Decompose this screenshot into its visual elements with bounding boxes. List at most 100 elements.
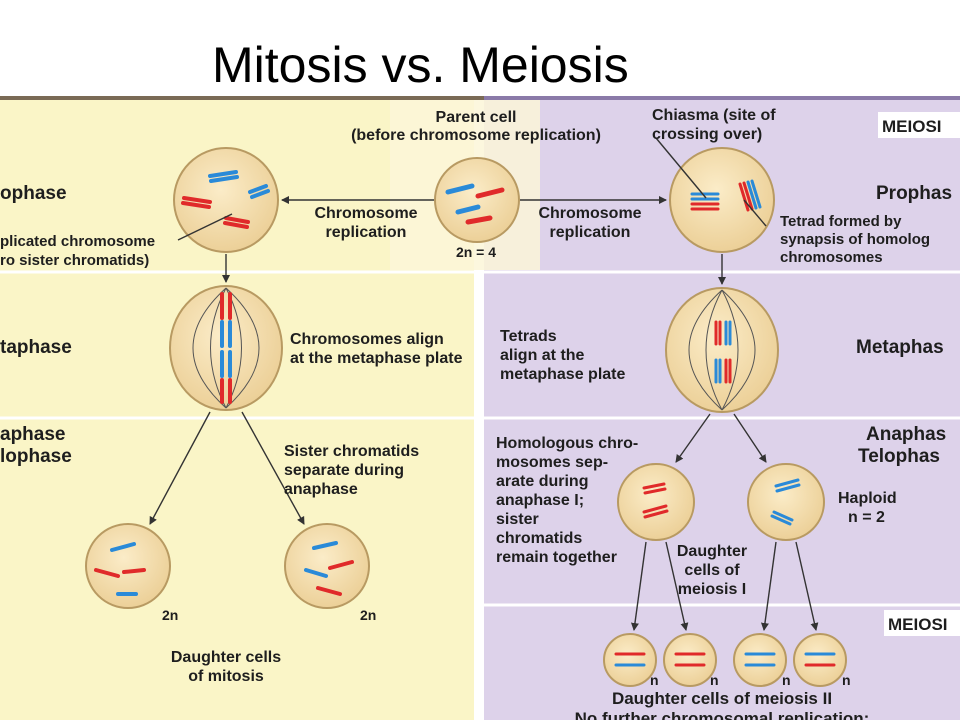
title-divider-left bbox=[0, 96, 484, 100]
mitosis-anaphase-label-line2: lophase bbox=[0, 446, 72, 467]
pointer-tetrad bbox=[743, 199, 767, 227]
mitosis-metaphase-note-line2: at the metaphase plate bbox=[290, 350, 463, 367]
tetrad-label-line2: synapsis of homolog bbox=[780, 231, 930, 248]
chiasma-label-line1: Chiasma (site of bbox=[652, 107, 776, 124]
meiosis-i-daughter-cell-left bbox=[617, 463, 695, 541]
arrow-meiosis-metaphase-to-daughter-left bbox=[675, 413, 711, 463]
meiosis-header-2: MEIOSI bbox=[888, 615, 948, 634]
homologous-note-line5: sister bbox=[496, 511, 539, 528]
meiosis-prophase-cell bbox=[669, 147, 775, 253]
meiosis-replication-line1: Chromosome bbox=[538, 205, 641, 222]
haploid-label-line1: Haploid bbox=[838, 490, 897, 507]
mitosis-anaphase-note-line3: anaphase bbox=[284, 481, 358, 498]
tetrads-note-line3: metaphase plate bbox=[500, 366, 625, 383]
meiosis-metaphase-cell bbox=[665, 287, 779, 413]
homologous-note-line3: arate during bbox=[496, 473, 588, 490]
meiosis-footer-partial: No further chromosomal replication; bbox=[575, 709, 870, 720]
tetrad-label-line3: chromosomes bbox=[780, 249, 883, 266]
chiasma-label-line2: crossing over) bbox=[652, 126, 762, 143]
homologous-note-line6: chromatids bbox=[496, 530, 582, 547]
mitosis-daughter-label-line1: Daughter cells bbox=[171, 649, 281, 666]
arrow-meiosis-i-right-to-ii-3 bbox=[760, 541, 777, 631]
meiosis-ii-cell-3-chromosomes bbox=[744, 652, 776, 667]
meiosis-ii-cell-1-chromosomes bbox=[614, 652, 646, 667]
meiosis-ii-cell-4-chromosomes bbox=[804, 652, 836, 667]
parent-chromosomes bbox=[445, 183, 505, 225]
mitosis-daughter-label-line2: of mitosis bbox=[188, 668, 264, 685]
pointer-replicated-chromosome bbox=[177, 213, 233, 241]
arrow-meiosis-metaphase-to-daughter-right bbox=[733, 413, 767, 463]
meiosis-i-daughter-right-chromosomes bbox=[770, 478, 801, 526]
arrow-mitosis-metaphase-to-daughter-right bbox=[241, 411, 305, 525]
replicated-chromosome-line1: plicated chromosome bbox=[0, 233, 155, 250]
meiosis-header-2-box bbox=[884, 610, 960, 636]
haploid-label-line2: n = 2 bbox=[848, 509, 885, 526]
mitosis-spindle bbox=[192, 287, 260, 409]
mitosis-daughter-right-chromosomes bbox=[304, 541, 354, 596]
slide-title: Mitosis vs. Meiosis bbox=[212, 37, 629, 93]
mitosis-replication-line2: replication bbox=[326, 224, 407, 241]
arrow-meiosis-i-left-to-ii-2 bbox=[665, 541, 689, 631]
parent-cell-label: Parent cell bbox=[436, 109, 517, 126]
homologous-note-line7: remain together bbox=[496, 549, 617, 566]
pointer-chiasma bbox=[655, 137, 707, 199]
meiosis-ii-daughter-cell-3 bbox=[733, 633, 787, 687]
mitosis-meiosis-diagram: MEIOSI MEIOSI bbox=[0, 100, 960, 720]
meiosis-ii-daughter-cell-2 bbox=[663, 633, 717, 687]
homologous-note-line2: mosomes sep- bbox=[496, 454, 608, 471]
mitosis-anaphase-note-line2: separate during bbox=[284, 462, 404, 479]
mitosis-prophase-cell bbox=[173, 147, 279, 253]
meiosis-header-1: MEIOSI bbox=[882, 117, 942, 136]
meiosis-ii-n-label-2: n bbox=[710, 672, 719, 688]
meiosis-metaphase-tetrads bbox=[714, 320, 732, 384]
meiosis-metaphase-label: Metaphas bbox=[856, 337, 944, 358]
title-divider-right bbox=[484, 96, 960, 100]
meiosis-ii-n-label-3: n bbox=[782, 672, 791, 688]
mitosis-prophase-label: ophase bbox=[0, 183, 67, 204]
mitosis-daughter-ploidy-left: 2n bbox=[162, 607, 178, 623]
meiosis-ii-n-label-1: n bbox=[650, 672, 659, 688]
mitosis-daughter-left-chromosomes bbox=[94, 542, 146, 596]
meiosis-ii-daughter-cell-1 bbox=[603, 633, 657, 687]
tetrad-label-line1: Tetrad formed by bbox=[780, 213, 902, 230]
meiosis-ii-daughter-cell-4 bbox=[793, 633, 847, 687]
mitosis-metaphase-cell bbox=[169, 285, 283, 411]
daughter-meiosis-i-line1: Daughter bbox=[677, 543, 747, 560]
mitosis-prophase-chromosomes bbox=[181, 170, 270, 229]
meiosis-replication-line2: replication bbox=[550, 224, 631, 241]
arrow-meiosis-i-right-to-ii-4 bbox=[795, 541, 819, 631]
meiosis-prophase-tetrads bbox=[690, 179, 762, 212]
meiosis-i-daughter-cell-right bbox=[747, 463, 825, 541]
meiosis-ii-n-label-4: n bbox=[842, 672, 851, 688]
meiosis-spindle bbox=[688, 289, 756, 411]
daughter-meiosis-ii-label: Daughter cells of meiosis II bbox=[612, 689, 832, 708]
arrow-meiosis-i-left-to-ii-1 bbox=[630, 541, 647, 631]
meiosis-anaphase-label-line2: Telophas bbox=[858, 446, 940, 467]
daughter-meiosis-i-line2: cells of bbox=[684, 562, 740, 579]
tetrads-note-line1: Tetrads bbox=[500, 328, 557, 345]
mitosis-metaphase-label: taphase bbox=[0, 337, 72, 358]
tetrads-note-line2: align at the bbox=[500, 347, 585, 364]
meiosis-i-daughter-left-chromosomes bbox=[642, 482, 669, 519]
replicated-chromosome-line2: ro sister chromatids) bbox=[0, 252, 149, 269]
mitosis-anaphase-label-line1: aphase bbox=[0, 424, 65, 445]
mitosis-daughter-cell-right bbox=[284, 523, 370, 609]
arrows bbox=[149, 137, 819, 631]
mitosis-daughter-ploidy-right: 2n bbox=[360, 607, 376, 623]
meiosis-anaphase-label-line1: Anaphas bbox=[866, 424, 946, 445]
meiosis-header-1-box bbox=[878, 112, 960, 138]
daughter-meiosis-i-line3: meiosis I bbox=[678, 581, 746, 598]
mitosis-metaphase-chromosomes bbox=[220, 292, 232, 404]
parent-cell-sublabel: (before chromosome replication) bbox=[351, 127, 601, 144]
homologous-note-line1: Homologous chro- bbox=[496, 435, 638, 452]
meiosis-prophase-label: Prophas bbox=[876, 183, 952, 204]
homologous-note-line4: anaphase I; bbox=[496, 492, 584, 509]
arrow-mitosis-metaphase-to-daughter-left bbox=[149, 411, 211, 525]
meiosis-ii-cell-2-chromosomes bbox=[674, 652, 706, 667]
parent-cell bbox=[434, 157, 520, 243]
mitosis-daughter-cell-left bbox=[85, 523, 171, 609]
mitosis-metaphase-note-line1: Chromosomes align bbox=[290, 331, 444, 348]
mitosis-anaphase-note-line1: Sister chromatids bbox=[284, 443, 419, 460]
mitosis-replication-line1: Chromosome bbox=[314, 205, 417, 222]
parent-ploidy: 2n = 4 bbox=[456, 244, 496, 260]
